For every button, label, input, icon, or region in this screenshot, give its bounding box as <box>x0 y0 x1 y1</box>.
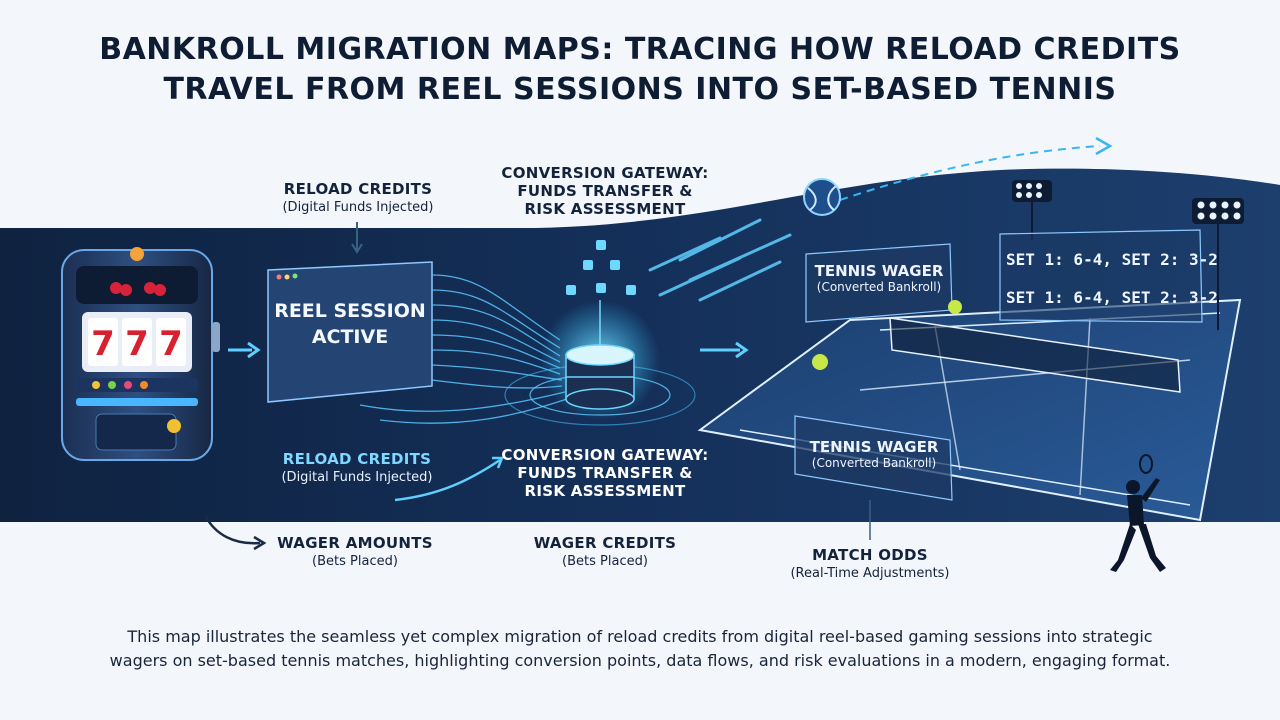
reel-session-label: REEL SESSION ACTIVE <box>268 298 432 350</box>
reload-credits-sub-bottom: (Digital Funds Injected) <box>281 470 433 485</box>
diagram-title-line-2: TRAVEL FROM REEL SESSIONS INTO SET-BASED… <box>163 72 1117 107</box>
gateway-line-1: CONVERSION GATEWAY: <box>501 164 709 182</box>
description-line-2: wagers on set-based tennis matches, high… <box>109 651 1171 670</box>
match-odds-heading: MATCH ODDS <box>812 546 928 564</box>
wager-credits-label: WAGER CREDITS (Bets Placed) <box>520 534 690 569</box>
slot-machine-icon <box>61 247 220 461</box>
conversion-gateway-icon <box>504 240 696 426</box>
tennis-player-icon <box>1110 454 1166 572</box>
gateway-bottom-line-2: FUNDS TRANSFER & <box>517 464 693 482</box>
conversion-gateway-label-top: CONVERSION GATEWAY: FUNDS TRANSFER & RIS… <box>490 164 720 218</box>
tennis-ball-icon <box>803 178 841 216</box>
conversion-gateway-label-bottom: CONVERSION GATEWAY: FUNDS TRANSFER & RIS… <box>490 446 720 500</box>
light-swoosh <box>0 522 1280 600</box>
reel-session-line-2: ACTIVE <box>311 326 389 348</box>
reload-credits-label-bottom: RELOAD CREDITS (Digital Funds Injected) <box>262 450 452 485</box>
tennis-court <box>697 298 1242 522</box>
gateway-line-2: FUNDS TRANSFER & <box>517 182 693 200</box>
tennis-wager-sub-bottom: (Converted Bankroll) <box>811 456 937 470</box>
tennis-ball-small-icon-2 <box>812 354 828 370</box>
scoreboard-panel <box>999 229 1203 323</box>
tennis-net <box>889 317 1181 393</box>
reel-session-panel <box>267 261 433 403</box>
wager-amounts-label: WAGER AMOUNTS (Bets Placed) <box>270 534 440 569</box>
slot-reel-1: 7 <box>91 324 115 364</box>
description-line-1: This map illustrates the seamless yet co… <box>127 627 1153 646</box>
match-odds-sub: (Real-Time Adjustments) <box>790 566 950 581</box>
tennis-wager-label-bottom: TENNIS WAGER (Converted Bankroll) <box>798 438 950 470</box>
gateway-line-3: RISK ASSESSMENT <box>524 200 686 218</box>
wager-amounts-heading: WAGER AMOUNTS <box>277 534 433 552</box>
reel-session-line-1: REEL SESSION <box>274 300 426 322</box>
tennis-wager-heading-top: TENNIS WAGER <box>814 262 944 280</box>
tennis-wager-label-top: TENNIS WAGER (Converted Bankroll) <box>806 262 952 294</box>
arrow-reload-to-gateway <box>394 458 501 502</box>
match-odds-label: MATCH ODDS (Real-Time Adjustments) <box>770 546 970 581</box>
reload-credits-label-top: RELOAD CREDITS (Digital Funds Injected) <box>268 180 448 215</box>
wager-credits-sub: (Bets Placed) <box>562 554 648 569</box>
gateway-bottom-line-3: RISK ASSESSMENT <box>524 482 686 500</box>
floodlight-icon-right <box>1192 198 1244 330</box>
reload-credits-heading: RELOAD CREDITS <box>283 180 433 198</box>
scoreboard-line-1: SET 1: 6-4, SET 2: 3-2 <box>1006 250 1218 269</box>
arc-arrowhead-icon <box>1095 136 1113 156</box>
wager-credits-heading: WAGER CREDITS <box>533 534 677 552</box>
dashed-arc <box>839 145 1101 201</box>
tennis-wager-heading-bottom: TENNIS WAGER <box>809 438 939 456</box>
tennis-ball-small-icon <box>948 300 962 314</box>
slot-reel-2: 7 <box>125 324 149 364</box>
arrow-wager-curve <box>203 514 261 545</box>
tennis-wager-panel-bottom <box>794 415 953 501</box>
reload-credits-sub: (Digital Funds Injected) <box>282 200 434 215</box>
reload-credits-heading-bottom: RELOAD CREDITS <box>282 450 432 468</box>
scoreboard-line-2: SET 1: 6-4, SET 2: 3-2 <box>1006 288 1218 307</box>
slot-reel-3: 7 <box>159 324 183 364</box>
wager-amounts-sub: (Bets Placed) <box>312 554 398 569</box>
gateway-bottom-line-1: CONVERSION GATEWAY: <box>501 446 709 464</box>
diagram-description: This map illustrates the seamless yet co… <box>60 625 1220 673</box>
diagram-title-line-1: BANKROLL MIGRATION MAPS: TRACING HOW REL… <box>99 32 1181 67</box>
data-streaks <box>648 218 792 302</box>
tennis-wager-sub-top: (Converted Bankroll) <box>816 280 942 294</box>
